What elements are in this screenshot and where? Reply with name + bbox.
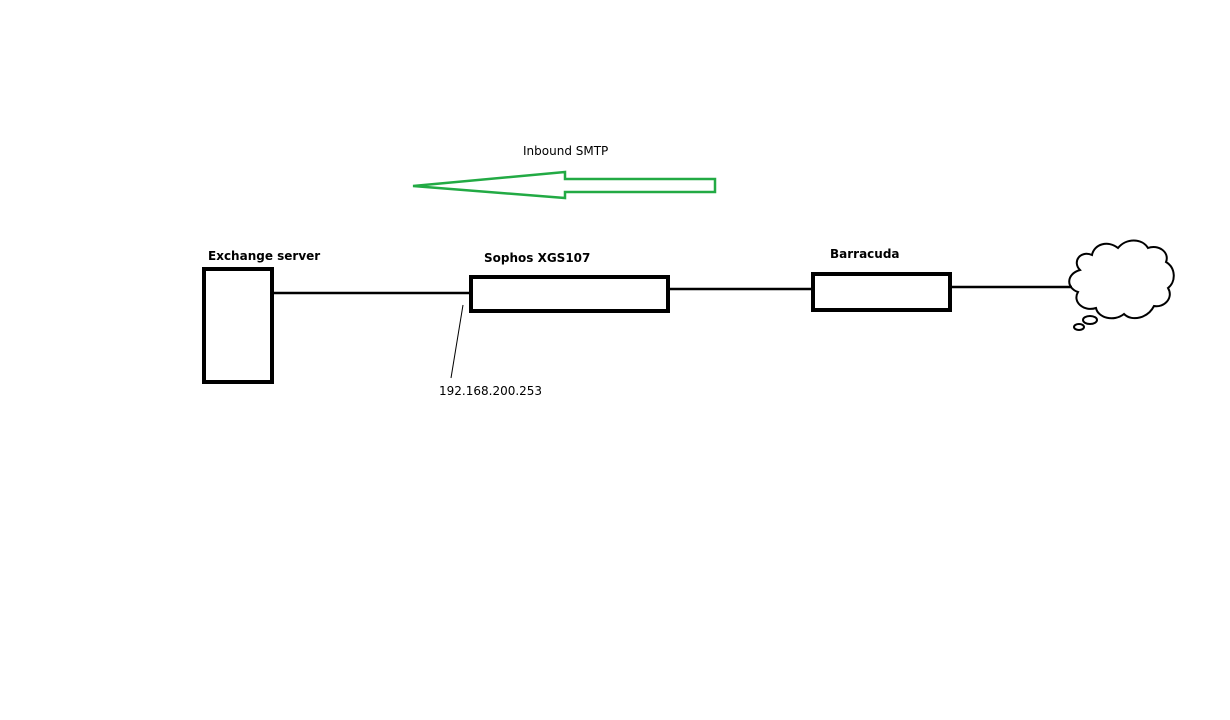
inbound-smtp-arrow [412,170,717,200]
exchange-server-box [202,267,274,384]
sophos-box [469,275,670,313]
barracuda-label: Barracuda [830,247,900,261]
exchange-server-label: Exchange server [208,249,321,263]
sophos-label: Sophos XGS107 [484,251,591,265]
ip-leader-line [450,304,464,379]
ip-address-label: 192.168.200.253 [439,384,543,398]
barracuda-box [811,272,952,312]
cloud-icon [1068,239,1175,331]
inbound-smtp-label: Inbound SMTP [523,144,609,158]
